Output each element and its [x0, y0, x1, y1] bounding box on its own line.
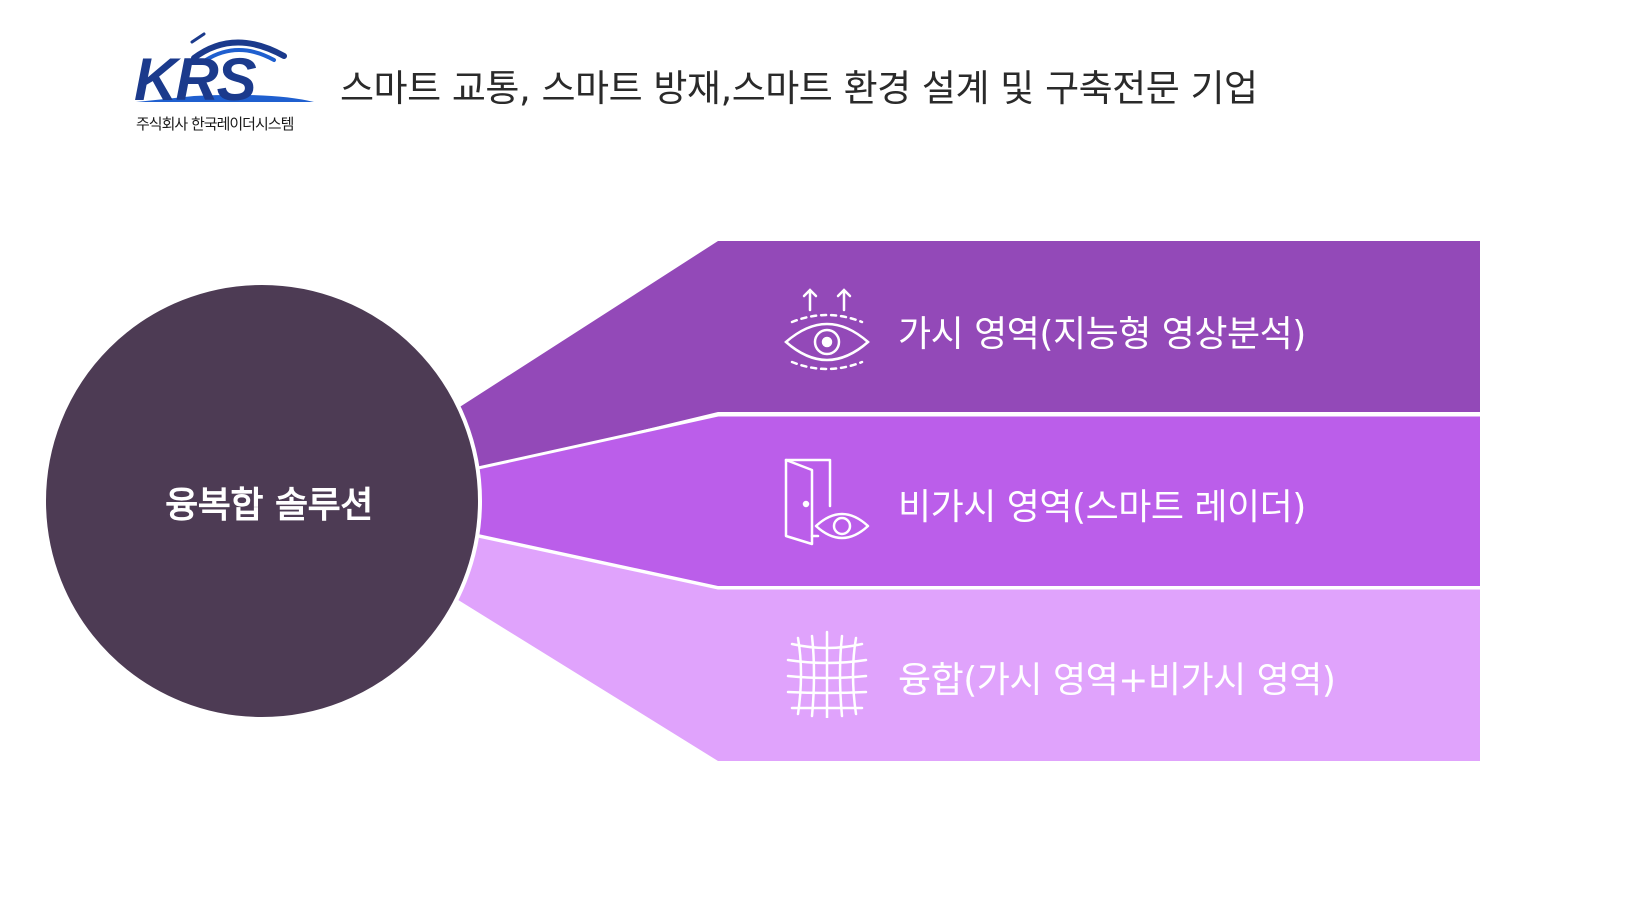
- band-label-fusion: 융합(가시 영역+비가시 영역): [898, 660, 1336, 701]
- eye-scan-icon: [782, 282, 872, 372]
- mesh-grid-icon: [782, 628, 872, 720]
- center-circle: [42, 281, 482, 721]
- center-label: 융복합 솔루션: [165, 485, 373, 526]
- band-label-invisible: 비가시 영역(스마트 레이더): [898, 487, 1306, 528]
- logo-wordmark: KRS: [134, 46, 257, 110]
- band-fusion: [455, 536, 1480, 761]
- krs-logo: KRS 주식회사 한국레이더시스템: [134, 30, 334, 138]
- header-tagline: 스마트 교통, 스마트 방재,스마트 환경 설계 및 구축전문 기업: [340, 67, 1258, 110]
- band-invisible: [478, 415, 1480, 586]
- krs-logo-mark: KRS: [134, 32, 314, 110]
- door-eye-icon: [782, 456, 872, 546]
- band-label-visible: 가시 영역(지능형 영상분석): [898, 314, 1306, 355]
- band-visible: [455, 241, 1480, 470]
- logo-company-name: 주식회사 한국레이더시스템: [136, 115, 294, 133]
